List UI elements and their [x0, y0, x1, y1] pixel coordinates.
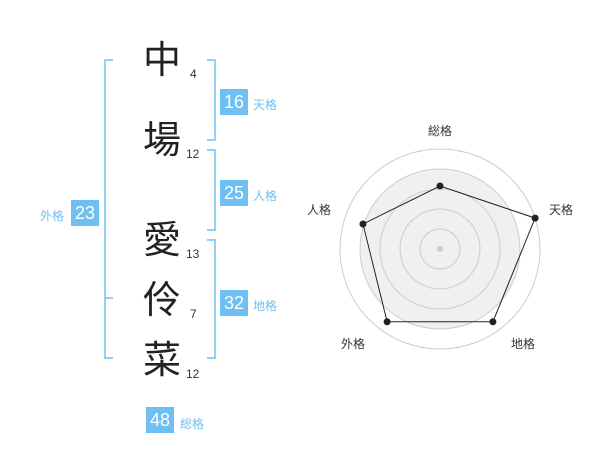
fortune-brackets	[104, 59, 216, 359]
radar-point-4	[383, 318, 391, 326]
radar-label-gaikaku: 外格	[341, 337, 366, 351]
radar-label-jinkaku: 人格	[307, 203, 332, 217]
radar-label-soukaku: 総格	[428, 124, 453, 138]
name-char-3: 愛	[142, 218, 181, 262]
radar-point-2	[531, 214, 539, 222]
stroke-count-1: 4	[190, 67, 197, 81]
stroke-count-3: 13	[186, 247, 200, 261]
soukaku-label: 総格	[180, 417, 205, 431]
radar-center-dot	[437, 246, 443, 252]
radar-point-3	[489, 318, 497, 326]
gaikaku-value: 23	[71, 200, 99, 226]
radar-label-chikaku: 地格	[511, 337, 536, 351]
name-char-5: 菜	[142, 338, 181, 382]
jinkaku-label: 人格	[253, 189, 278, 203]
radar-score-polygon	[362, 185, 536, 323]
radar-point-5	[359, 220, 367, 228]
fortune-radar-chart	[339, 148, 541, 350]
stroke-count-2: 12	[186, 147, 200, 161]
gaikaku-label: 外格	[40, 209, 65, 223]
gaikaku-bracket	[104, 59, 113, 359]
name-char-1: 中	[142, 38, 181, 82]
radar-label-tenkaku: 天格	[549, 203, 574, 217]
chikaku-label: 地格	[253, 299, 278, 313]
radar-point-1	[436, 182, 444, 190]
jinkaku-bracket	[207, 149, 216, 231]
stroke-count-4: 7	[190, 307, 197, 321]
stroke-count-5: 12	[186, 367, 200, 381]
soukaku-value: 48	[146, 407, 174, 433]
tenkaku-label: 天格	[253, 98, 278, 112]
name-char-2: 場	[142, 118, 181, 162]
tenkaku-bracket	[207, 59, 216, 141]
tenkaku-value: 16	[220, 89, 248, 115]
chikaku-value: 32	[220, 290, 248, 316]
chikaku-bracket	[207, 239, 216, 359]
name-char-4: 伶	[142, 278, 181, 322]
jinkaku-value: 25	[220, 180, 248, 206]
